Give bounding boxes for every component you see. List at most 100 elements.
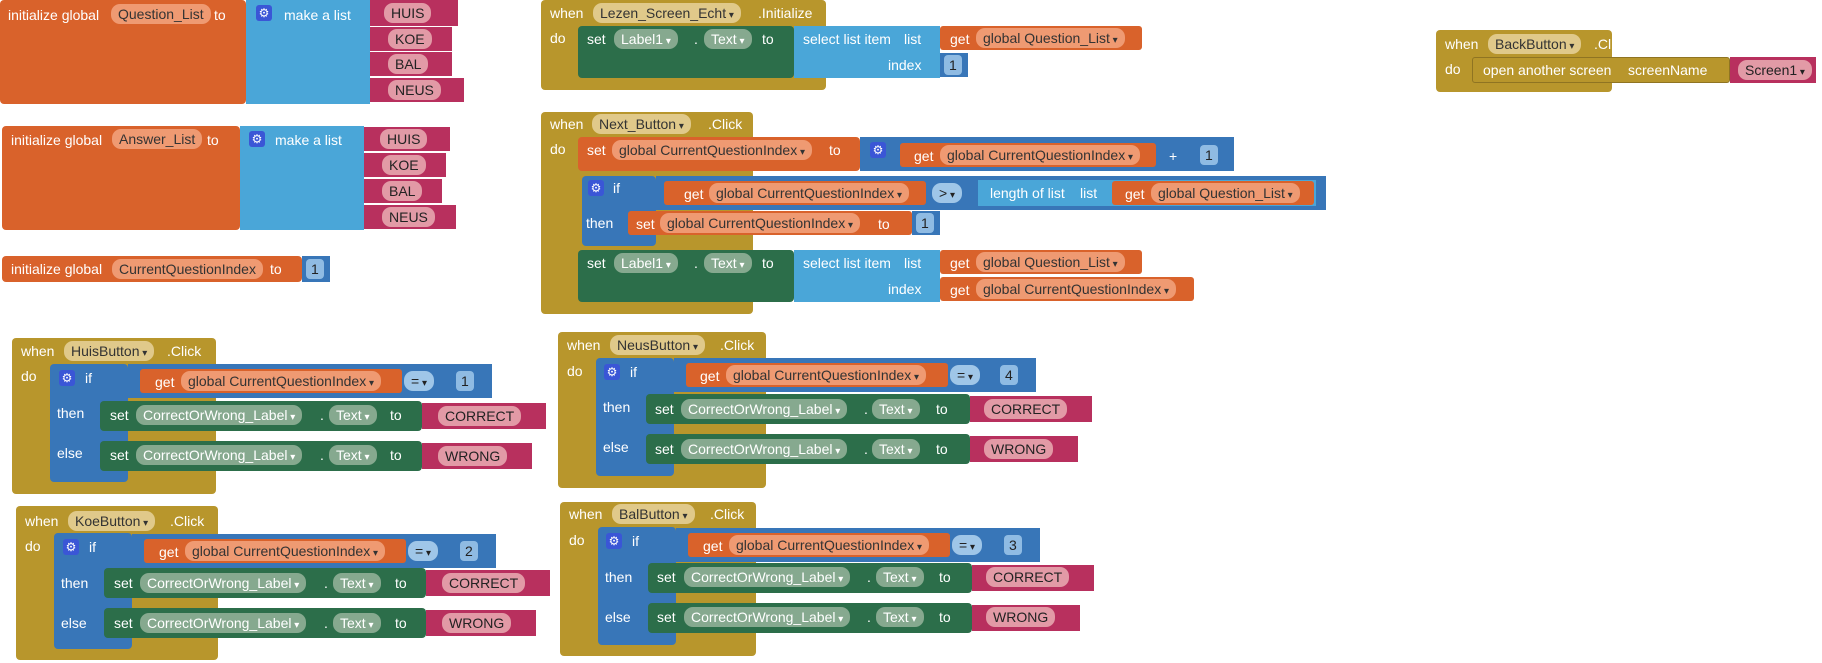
correct-wrong-label-dropdown[interactable]: CorrectOrWrong_Label [140, 573, 307, 593]
when-label: when [25, 513, 59, 529]
text-property-dropdown[interactable]: Text [333, 613, 381, 633]
event-click: .Click [170, 513, 205, 529]
to-label: to [395, 615, 407, 631]
set-label: set [114, 575, 133, 591]
text-property-dropdown[interactable]: Text [333, 573, 381, 593]
text-property-dropdown[interactable]: Text [872, 439, 920, 459]
number-1[interactable]: 1 [1200, 145, 1218, 165]
select-list-item-block[interactable] [794, 26, 940, 78]
label1-dropdown[interactable]: Label1 [614, 29, 678, 49]
correct-wrong-label-dropdown[interactable]: CorrectOrWrong_Label [136, 445, 303, 465]
compare-operator-eq[interactable]: = [950, 365, 980, 385]
get-question-list-dropdown[interactable]: global Question_List [976, 252, 1125, 272]
when-label: when [21, 343, 55, 359]
gear-icon[interactable]: ⚙ [604, 364, 620, 380]
correct-wrong-label-dropdown[interactable]: CorrectOrWrong_Label [681, 439, 848, 459]
text-property-dropdown[interactable]: Text [704, 29, 752, 49]
correct-value[interactable]: CORRECT [986, 567, 1070, 587]
gear-icon[interactable]: ⚙ [249, 131, 265, 147]
number-2[interactable]: 2 [460, 541, 478, 561]
neus-button-dropdown[interactable]: NeusButton [610, 335, 705, 355]
select-list-item-block[interactable] [794, 250, 940, 302]
to-label: to [936, 401, 948, 417]
compare-operator-gt[interactable]: > [932, 183, 962, 203]
number-3[interactable]: 3 [1004, 535, 1022, 555]
get-question-list-dropdown[interactable]: global Question_List [1151, 183, 1300, 203]
get-current-index-dropdown[interactable]: global CurrentQuestionIndex [709, 183, 910, 203]
correct-wrong-label-dropdown[interactable]: CorrectOrWrong_Label [684, 567, 851, 587]
if-label: if [85, 370, 92, 386]
correct-wrong-label-dropdown[interactable]: CorrectOrWrong_Label [140, 613, 307, 633]
list-item-bal[interactable]: BAL [382, 181, 423, 201]
koe-button-dropdown[interactable]: KoeButton [68, 511, 156, 531]
open-another-screen-block[interactable] [1472, 57, 1730, 83]
list-item-koe[interactable]: KOE [382, 155, 426, 175]
set-label: set [657, 609, 676, 625]
compare-operator-eq[interactable]: = [952, 535, 982, 555]
bal-button-dropdown[interactable]: BalButton [612, 504, 695, 524]
var-current-index[interactable]: CurrentQuestionIndex [112, 259, 263, 279]
get-current-index-dropdown[interactable]: global CurrentQuestionIndex [729, 535, 930, 555]
set-current-index-dropdown[interactable]: global CurrentQuestionIndex [660, 213, 861, 233]
else-label: else [605, 609, 631, 625]
text-property-dropdown[interactable]: Text [876, 607, 924, 627]
correct-wrong-label-dropdown[interactable]: CorrectOrWrong_Label [136, 405, 303, 425]
set-current-index-dropdown[interactable]: global CurrentQuestionIndex [612, 140, 813, 160]
list-item-huis[interactable]: HUIS [384, 3, 432, 23]
gear-icon[interactable]: ⚙ [870, 142, 886, 158]
text-property-dropdown[interactable]: Text [329, 445, 377, 465]
correct-value[interactable]: CORRECT [984, 399, 1068, 419]
list-item-bal[interactable]: BAL [388, 54, 429, 74]
number-1[interactable]: 1 [306, 259, 324, 279]
label1-dropdown[interactable]: Label1 [614, 253, 678, 273]
to-label: to [762, 255, 774, 271]
if-label: if [613, 180, 620, 196]
correct-value[interactable]: CORRECT [438, 406, 522, 426]
wrong-value[interactable]: WRONG [986, 607, 1056, 627]
do-label: do [1445, 61, 1461, 77]
text-property-dropdown[interactable]: Text [876, 567, 924, 587]
number-1[interactable]: 1 [916, 213, 934, 233]
correct-wrong-label-dropdown[interactable]: CorrectOrWrong_Label [684, 607, 851, 627]
select-list-item-label: select list item [803, 31, 891, 47]
list-item-huis[interactable]: HUIS [380, 129, 428, 149]
correct-value[interactable]: CORRECT [442, 573, 526, 593]
gear-icon[interactable]: ⚙ [59, 370, 75, 386]
text-property-dropdown[interactable]: Text [329, 405, 377, 425]
list-item-neus[interactable]: NEUS [382, 207, 435, 227]
screen-dropdown[interactable]: Lezen_Screen_Echt [593, 3, 741, 23]
get-label: get [684, 186, 704, 202]
text-property-dropdown[interactable]: Text [872, 399, 920, 419]
number-4[interactable]: 4 [1000, 365, 1018, 385]
when-label: when [567, 337, 601, 353]
list-item-neus[interactable]: NEUS [388, 80, 441, 100]
index-label: index [888, 57, 922, 73]
huis-button-dropdown[interactable]: HuisButton [64, 341, 155, 361]
gear-icon[interactable]: ⚙ [63, 539, 79, 555]
var-answer-list[interactable]: Answer_List [112, 129, 203, 149]
get-question-list-dropdown[interactable]: global Question_List [976, 28, 1125, 48]
number-1[interactable]: 1 [456, 371, 474, 391]
get-current-index-dropdown[interactable]: global CurrentQuestionIndex [976, 279, 1177, 299]
next-button-dropdown[interactable]: Next_Button [592, 114, 691, 134]
compare-operator-eq[interactable]: = [408, 541, 438, 561]
wrong-value[interactable]: WRONG [442, 613, 512, 633]
get-current-index-dropdown[interactable]: global CurrentQuestionIndex [940, 145, 1141, 165]
wrong-value[interactable]: WRONG [984, 439, 1054, 459]
get-current-index-dropdown[interactable]: global CurrentQuestionIndex [181, 371, 382, 391]
text-property-dropdown[interactable]: Text [704, 253, 752, 273]
wrong-value[interactable]: WRONG [438, 446, 508, 466]
gear-icon[interactable]: ⚙ [256, 5, 272, 21]
screen1-value[interactable]: Screen1 [1738, 60, 1812, 80]
list-item-koe[interactable]: KOE [388, 29, 432, 49]
back-button-dropdown[interactable]: BackButton [1488, 34, 1582, 54]
gear-icon[interactable]: ⚙ [588, 180, 604, 196]
gear-icon[interactable]: ⚙ [606, 533, 622, 549]
get-current-index-dropdown[interactable]: global CurrentQuestionIndex [185, 541, 386, 561]
compare-operator-eq[interactable]: = [404, 371, 434, 391]
correct-wrong-label-dropdown[interactable]: CorrectOrWrong_Label [681, 399, 848, 419]
get-current-index-dropdown[interactable]: global CurrentQuestionIndex [726, 365, 927, 385]
number-1[interactable]: 1 [944, 55, 962, 75]
var-question-list[interactable]: Question_List [111, 4, 211, 24]
init-label: initialize global [11, 132, 103, 148]
